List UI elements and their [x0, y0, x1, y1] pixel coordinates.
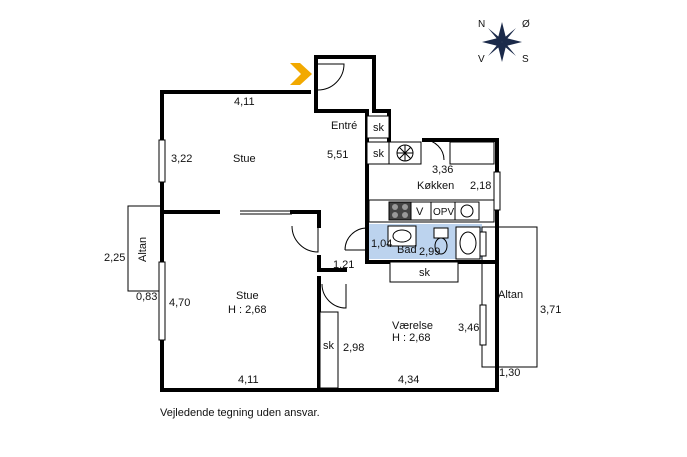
vaerelse-height: H : 2,68	[392, 332, 431, 344]
entre-name: Entré	[331, 120, 357, 132]
stue-top-depth: 3,22	[171, 153, 192, 165]
compass-icon	[482, 22, 522, 62]
kokken-depth: 2,18	[470, 180, 491, 192]
bad-dim-a: 1,04	[371, 238, 392, 250]
bad-dim-b: 2,99	[419, 246, 440, 258]
stue-bottom-width: 4,11	[238, 374, 259, 386]
appliance-opv: OPV	[433, 207, 454, 218]
sk-entre: sk	[373, 122, 385, 134]
bad-name: Bad	[397, 244, 417, 256]
balcony-right	[481, 226, 538, 368]
appliance-v: V	[416, 206, 424, 218]
entre-dim: 5,51	[327, 149, 348, 161]
closet-dim: 2,98	[343, 342, 364, 354]
stue-top-name: Stue	[233, 153, 256, 165]
hob	[388, 201, 412, 221]
balcony-left	[127, 205, 162, 292]
doors	[291, 63, 445, 309]
balcony-left-height: 2,25	[104, 252, 125, 264]
balcony-right-name: Altan	[498, 289, 523, 301]
compass-o: Ø	[522, 19, 530, 30]
balcony-right-height: 3,71	[540, 304, 561, 316]
fixtures	[319, 115, 495, 389]
stue-bottom-height: H : 2,68	[228, 304, 267, 316]
sk-kitchen: sk	[373, 148, 385, 160]
disclaimer: Vejledende tegning uden ansvar.	[160, 407, 320, 419]
kokken-name: Køkken	[417, 180, 454, 192]
vaerelse-depth: 3,46	[458, 322, 479, 334]
stue-bottom-depth: 4,70	[169, 297, 190, 309]
balcony-left-width: 0,83	[136, 291, 157, 303]
kokken-width: 3,36	[432, 164, 453, 176]
windows	[158, 139, 501, 346]
sk-vaerelse: sk	[419, 267, 431, 279]
hall-dim: 1,21	[333, 259, 354, 271]
compass-s: S	[522, 54, 529, 65]
stue-bottom-name: Stue	[236, 290, 259, 302]
stue-top-width: 4,11	[234, 96, 255, 108]
compass-v: V	[478, 54, 485, 65]
vaerelse-width: 4,34	[398, 374, 419, 386]
balcony-left-name: Altan	[137, 237, 149, 262]
balcony-right-width: 1,30	[499, 367, 520, 379]
compass-n: N	[478, 19, 485, 30]
vaerelse-name: Værelse	[392, 320, 433, 332]
entrance-arrow-icon	[290, 63, 312, 85]
sk-closet: sk	[323, 340, 335, 352]
